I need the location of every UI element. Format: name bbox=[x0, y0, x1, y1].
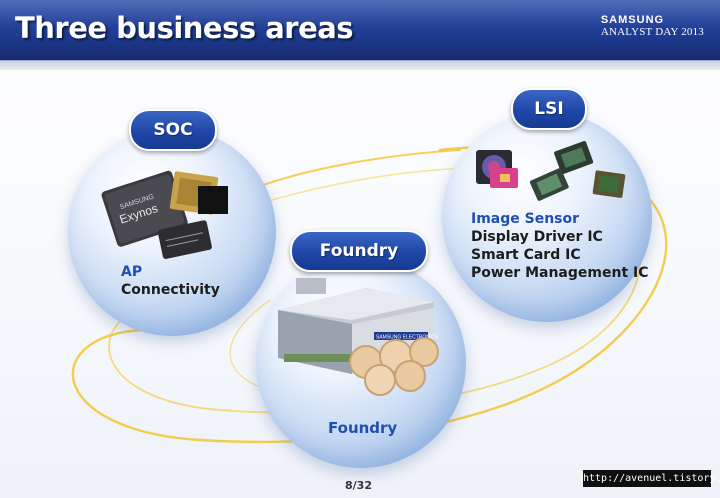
wafer-icon bbox=[349, 337, 439, 396]
module-chip-icon bbox=[592, 170, 626, 198]
display-driver-chip-icon bbox=[554, 141, 594, 175]
soc-product-item: Connectivity bbox=[121, 282, 220, 298]
building-sign: SAMSUNG ELECTRONICS bbox=[376, 335, 439, 341]
source-watermark: http://avenuel.tistory.com bbox=[583, 470, 720, 487]
soc-product-item: AP bbox=[121, 264, 143, 280]
soc-chips-illustration: SAMSUNG Exynos bbox=[101, 170, 228, 259]
foundry-illustration: SAMSUNG ELECTRONICS bbox=[278, 278, 439, 396]
exynos-chip-icon: SAMSUNG Exynos bbox=[101, 170, 188, 247]
header-stripe bbox=[0, 60, 720, 70]
slide-title: Three business areas bbox=[15, 11, 354, 45]
soc-product-list: AP Connectivity bbox=[121, 263, 220, 299]
lsi-product-list: Image Sensor Display Driver IC Smart Car… bbox=[471, 210, 649, 282]
black-chip-icon bbox=[198, 186, 228, 214]
smart-card-icon bbox=[490, 168, 518, 188]
brand-event: ANALYST DAY 2013 bbox=[600, 26, 704, 38]
lsi-label: LSI bbox=[511, 88, 587, 130]
page-number: 8/32 bbox=[345, 479, 372, 492]
soc-sphere: SAMSUNG Exynos bbox=[68, 128, 276, 336]
slide-header: Three business areas SAMSUNG ANALYST DAY… bbox=[0, 0, 720, 62]
lsi-product-item: Display Driver IC bbox=[471, 229, 603, 245]
orbit-ring-top bbox=[249, 149, 461, 191]
soc-label: SOC bbox=[129, 109, 217, 151]
brand-name: SAMSUNG bbox=[600, 14, 665, 26]
lsi-product-item: Image Sensor bbox=[471, 211, 580, 227]
foundry-caption: Foundry bbox=[328, 419, 398, 437]
samsung-analyst-day-logo: SAMSUNG ANALYST DAY 2013 bbox=[601, 14, 704, 38]
lsi-product-item: Smart Card IC bbox=[471, 247, 581, 263]
foundry-label: Foundry bbox=[290, 230, 428, 272]
lsi-chips-illustration bbox=[476, 141, 626, 201]
orbit-ring-top-2 bbox=[254, 167, 471, 206]
header-shine bbox=[0, 0, 720, 28]
power-management-chip-icon bbox=[529, 168, 569, 201]
lsi-sphere bbox=[442, 112, 652, 322]
lsi-product-item: Power Management IC bbox=[471, 265, 649, 281]
foundry-sphere: SAMSUNG ELECTRONICS bbox=[256, 258, 466, 468]
connectivity-chip-icon bbox=[157, 220, 212, 259]
